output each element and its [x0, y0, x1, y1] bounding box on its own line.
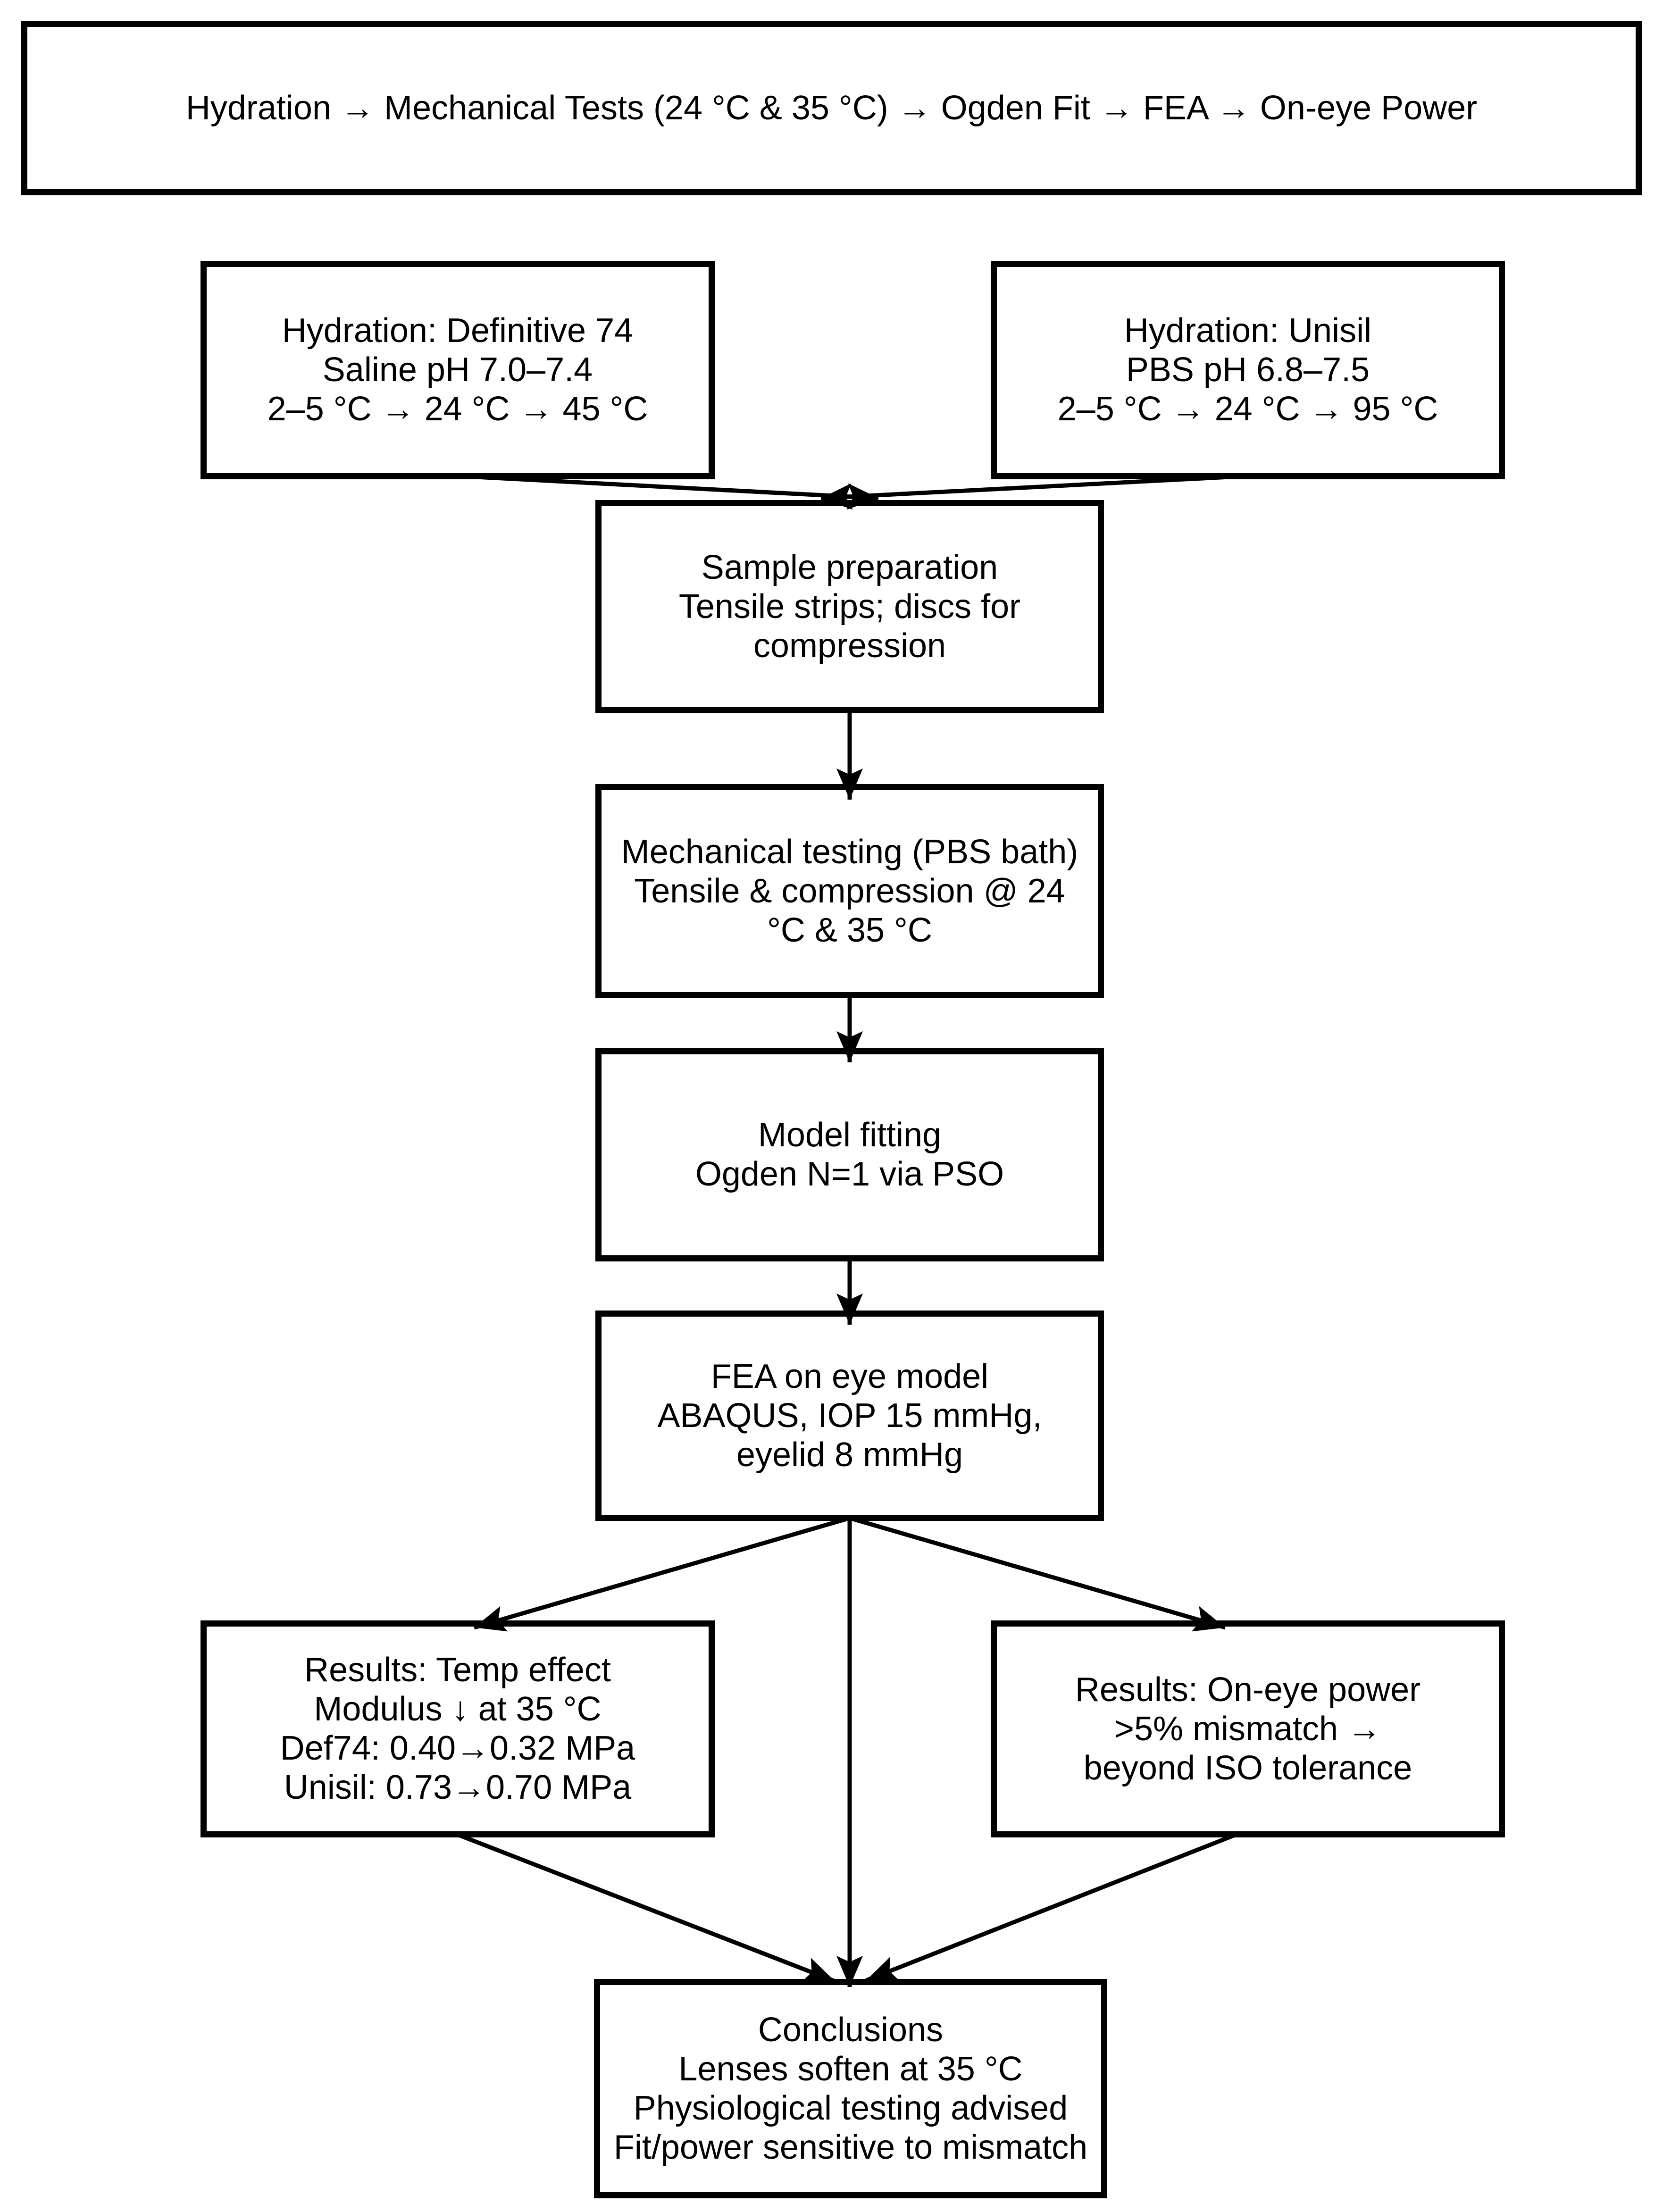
node-mechanical-testing: Mechanical testing (PBS bath) Tensile & …	[595, 784, 1104, 998]
node-conclusions: Conclusions Lenses soften at 35 °C Physi…	[594, 1979, 1107, 2198]
node-results-oneye-power: Results: On-eye power >5% mismatch → bey…	[991, 1620, 1505, 1837]
arrow-fea-to-results-temp	[473, 1516, 851, 1632]
node-text-line: Mechanical testing (PBS bath)	[621, 833, 1078, 871]
title-text: Hydration → Mechanical Tests (24 °C & 35…	[185, 89, 1478, 127]
node-text-line: Sample preparation	[701, 548, 998, 586]
node-text-line: >5% mismatch →	[1114, 1710, 1382, 1748]
node-model-fitting: Model fitting Ogden N=1 via PSO	[595, 1048, 1104, 1261]
node-text-line: 2–5 °C → 24 °C → 45 °C	[267, 390, 648, 428]
node-text-line: °C & 35 °C	[767, 911, 932, 949]
node-text-line: Modulus ↓ at 35 °C	[314, 1690, 602, 1728]
node-text-line: Tensile & compression @ 24	[634, 872, 1065, 910]
arrow-fea-to-results-power	[849, 1516, 1226, 1632]
node-text-line: eyelid 8 mmHg	[736, 1436, 963, 1474]
node-text-line: Results: On-eye power	[1075, 1670, 1421, 1709]
node-text-line: compression	[753, 626, 946, 665]
node-text-line: Model fitting	[758, 1116, 942, 1154]
node-text-line: Conclusions	[758, 2011, 944, 2049]
node-text-line: Physiological testing advised	[633, 2089, 1068, 2127]
title-banner: Hydration → Mechanical Tests (24 °C & 35…	[21, 21, 1642, 195]
node-text-line: Lenses soften at 35 °C	[678, 2050, 1023, 2088]
node-text-line: ABAQUS, IOP 15 mmHg,	[657, 1396, 1042, 1435]
arrow-results-power-to-conclusions	[865, 1832, 1237, 1983]
node-hydration-definitive74: Hydration: Definitive 74 Saline pH 7.0–7…	[201, 261, 715, 479]
node-text-line: Results: Temp effect	[304, 1651, 611, 1689]
node-hydration-unisil: Hydration: Unisil PBS pH 6.8–7.5 2–5 °C …	[991, 261, 1505, 479]
node-results-temp-effect: Results: Temp effect Modulus ↓ at 35 °C …	[201, 1620, 715, 1837]
arrow-hydration-unisil-to-sample	[820, 474, 1248, 510]
node-text-line: Saline pH 7.0–7.4	[322, 351, 593, 389]
node-text-line: beyond ISO tolerance	[1083, 1749, 1412, 1787]
node-fea-eye-model: FEA on eye model ABAQUS, IOP 15 mmHg, ey…	[595, 1311, 1104, 1521]
node-sample-preparation: Sample preparation Tensile strips; discs…	[595, 500, 1104, 713]
arrow-hydration-def74-to-sample	[457, 474, 879, 510]
node-text-line: Def74: 0.40→0.32 MPa	[280, 1729, 635, 1767]
node-text-line: Tensile strips; discs for	[678, 587, 1021, 626]
node-text-line: Hydration: Definitive 74	[282, 312, 634, 350]
arrow-results-temp-to-conclusions	[457, 1832, 836, 1984]
node-text-line: Ogden N=1 via PSO	[695, 1155, 1004, 1193]
node-text-line: Unisil: 0.73→0.70 MPa	[284, 1769, 632, 1806]
node-text-line: Hydration: Unisil	[1124, 312, 1372, 350]
node-text-line: Fit/power sensitive to mismatch	[613, 2128, 1088, 2166]
node-text-line: FEA on eye model	[710, 1357, 989, 1395]
node-text-line: 2–5 °C → 24 °C → 95 °C	[1057, 390, 1438, 428]
node-text-line: PBS pH 6.8–7.5	[1126, 351, 1370, 389]
